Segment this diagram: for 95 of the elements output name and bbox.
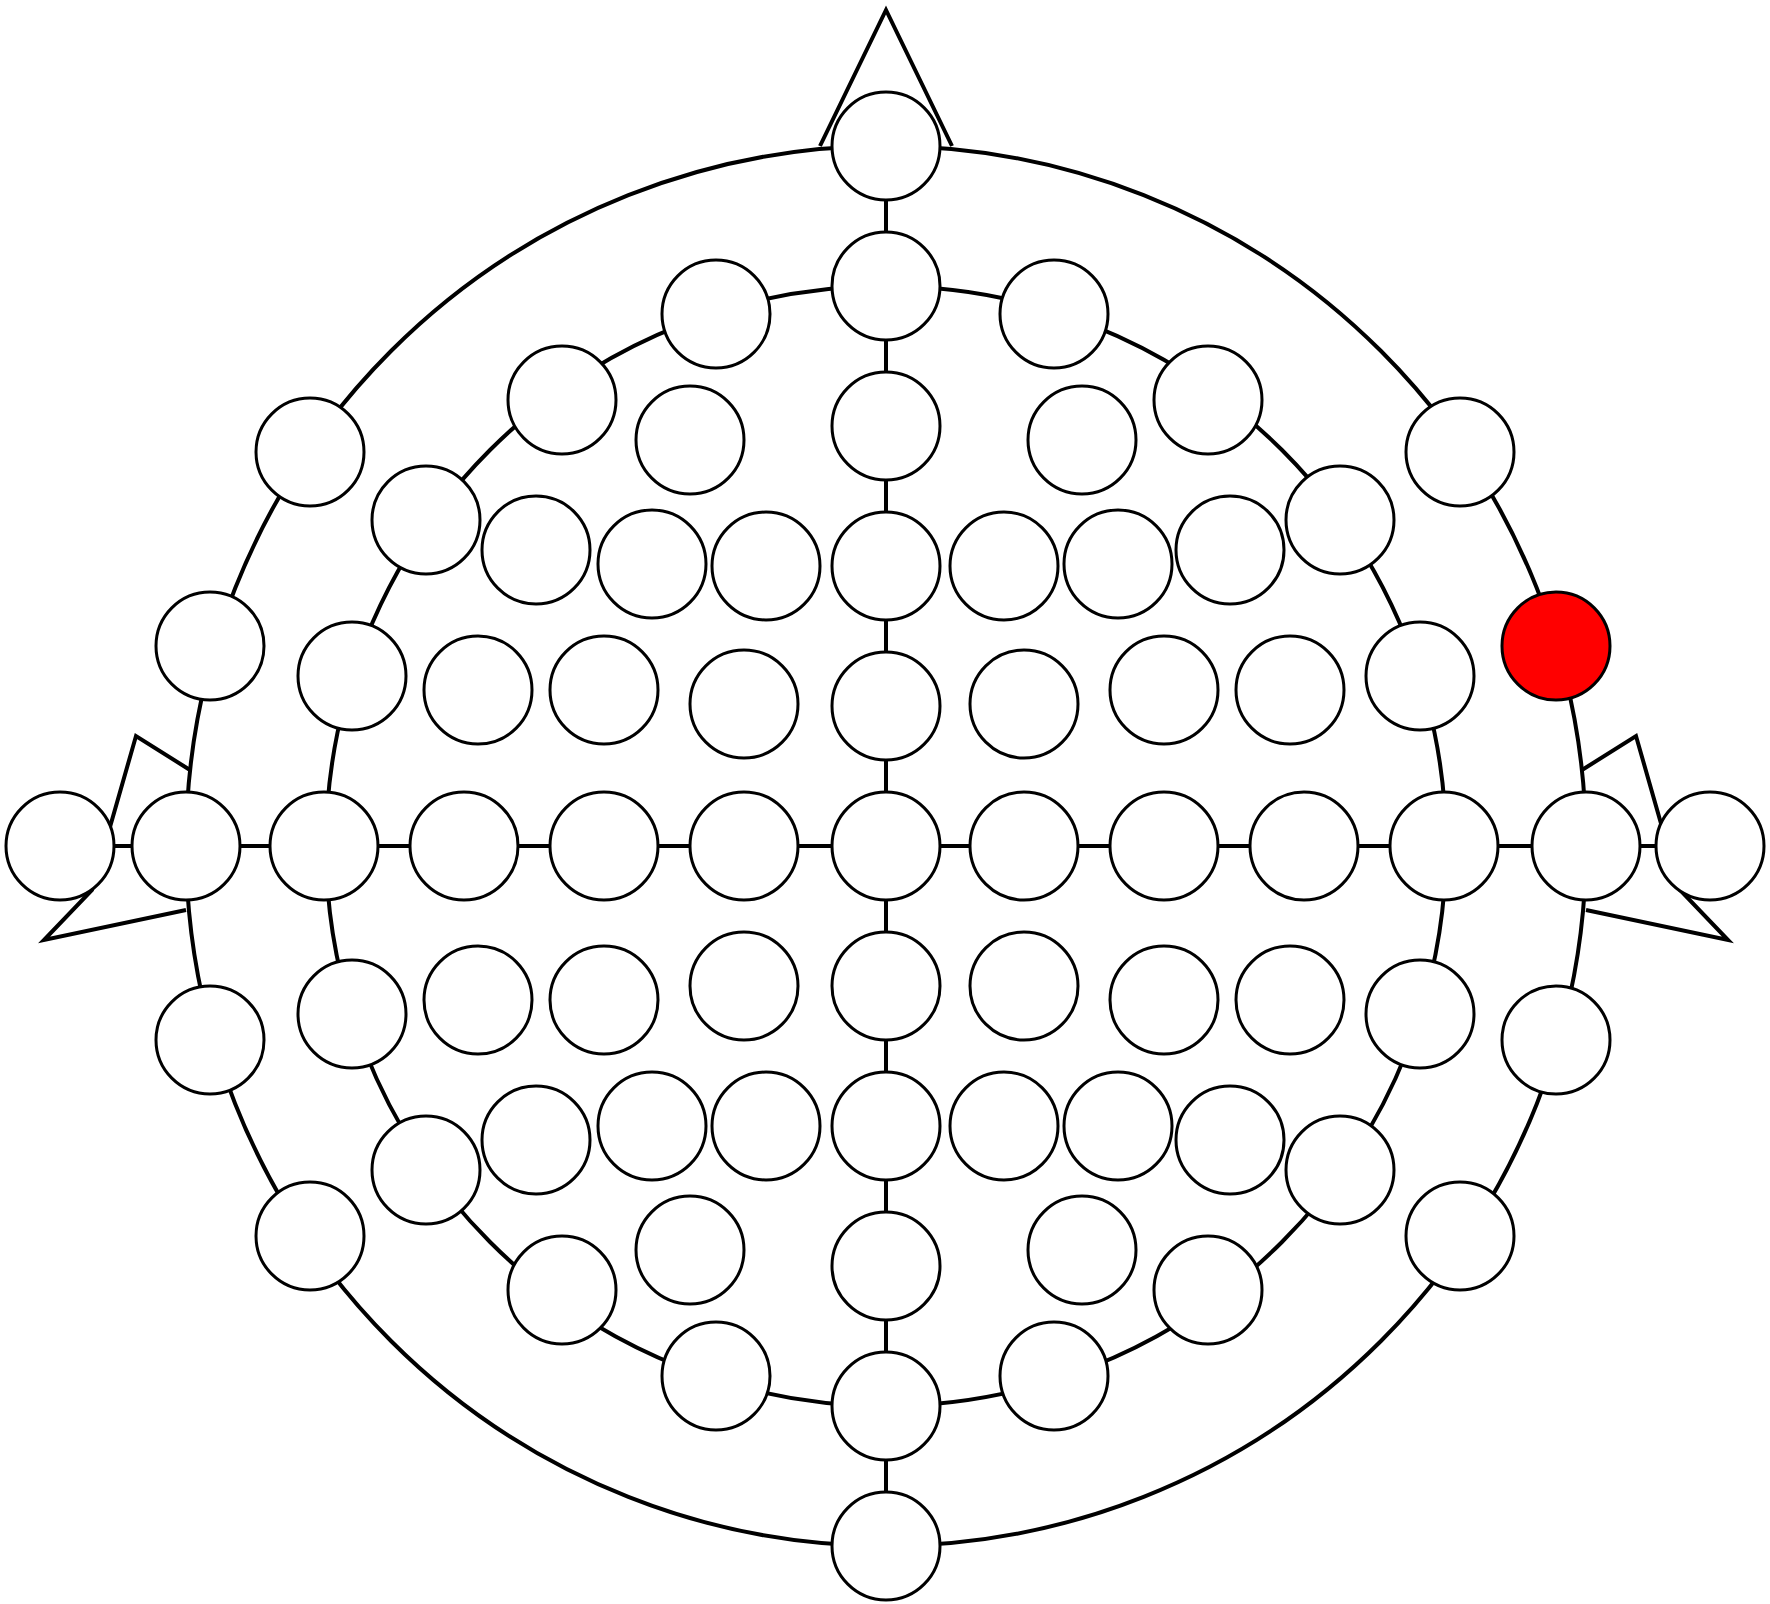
connector-line	[884, 1040, 888, 1072]
electrode-circle	[710, 510, 822, 622]
electrode-circle	[1174, 1084, 1286, 1196]
electrode-circle	[1500, 590, 1612, 702]
electrode-circle	[830, 1070, 942, 1182]
electrode-circle	[548, 790, 660, 902]
electrode-circle	[948, 510, 1060, 622]
electrode-circle	[688, 930, 800, 1042]
electrode-circle	[1174, 494, 1286, 606]
electrode-circle	[1152, 1234, 1264, 1346]
electrode-circle	[1248, 790, 1360, 902]
electrode-circle	[998, 258, 1110, 370]
connector-line	[884, 1460, 888, 1492]
electrode-circle	[370, 1114, 482, 1226]
electrode-circle	[1284, 464, 1396, 576]
electrode-circle	[1284, 1114, 1396, 1226]
connector-line	[1218, 844, 1250, 848]
electrode-circle	[830, 1210, 942, 1322]
connector-line	[884, 620, 888, 652]
electrode-circle	[506, 344, 618, 456]
connector-line	[240, 844, 270, 848]
connector-line	[884, 340, 888, 372]
electrode-circle	[1152, 344, 1264, 456]
electrode-circle	[296, 958, 408, 1070]
connector-line	[1498, 844, 1532, 848]
connector-line	[1078, 844, 1110, 848]
electrode-circle	[830, 370, 942, 482]
electrode-circle	[830, 650, 942, 762]
electrode-circle	[1500, 984, 1612, 1096]
electrode-circle	[1108, 790, 1220, 902]
electrode-circle	[1062, 508, 1174, 620]
electrode-circle	[688, 648, 800, 760]
electrode-circle	[710, 1070, 822, 1182]
electrode-circle	[154, 984, 266, 1096]
electrode-circle	[660, 1320, 772, 1432]
electrode-circle	[422, 634, 534, 746]
electrode-circle	[1404, 396, 1516, 508]
connector-line	[884, 1320, 888, 1352]
electrode-circle	[548, 944, 660, 1056]
electrode-circle	[1364, 958, 1476, 1070]
electrode-circle	[1388, 790, 1500, 902]
electrode-circle	[1062, 1070, 1174, 1182]
electrode-circle	[634, 1194, 746, 1306]
electrode-circle	[968, 930, 1080, 1042]
electrode-circle	[968, 790, 1080, 902]
connector-line	[798, 844, 832, 848]
electrode-circle	[1026, 384, 1138, 496]
electrode-circle	[1530, 790, 1642, 902]
electrode-circle	[830, 230, 942, 342]
electrode-circle	[154, 590, 266, 702]
electrode-circle	[370, 464, 482, 576]
connector-line	[884, 760, 888, 792]
electrode-circle	[130, 790, 242, 902]
electrode-circle	[660, 258, 772, 370]
connector-line	[378, 844, 410, 848]
electrode-circle	[830, 930, 942, 1042]
connector-line	[884, 1180, 888, 1212]
electrode-circle	[830, 90, 942, 202]
connector-line	[1358, 844, 1390, 848]
electrode-circle	[1404, 1180, 1516, 1292]
electrode-circle	[634, 384, 746, 496]
electrode-circle	[830, 1350, 942, 1462]
electrode-circle	[830, 510, 942, 622]
electrode-circle	[1108, 944, 1220, 1056]
electrode-circle	[268, 790, 380, 902]
electrode-circle	[998, 1320, 1110, 1432]
electrode-circle	[1234, 634, 1346, 746]
electrode-circle	[548, 634, 660, 746]
electrode-circle	[480, 494, 592, 606]
electrode-circle	[948, 1070, 1060, 1182]
electrode-circle	[596, 1070, 708, 1182]
electrode-circle	[422, 944, 534, 1056]
connector-line	[940, 844, 970, 848]
connector-line	[518, 844, 550, 848]
electrode-circle	[1654, 790, 1766, 902]
electrode-circle	[296, 620, 408, 732]
electrode-circle	[688, 790, 800, 902]
electrode-circle	[254, 1180, 366, 1292]
electrode-circle	[506, 1234, 618, 1346]
electrode-circle	[968, 648, 1080, 760]
electrode-circle	[408, 790, 520, 902]
connector-line	[658, 844, 690, 848]
electrode-circle	[1234, 944, 1346, 1056]
electrode-circle	[830, 790, 942, 902]
connector-line	[884, 480, 888, 512]
electrode-circle	[596, 508, 708, 620]
connector-line	[884, 200, 888, 232]
connector-line	[884, 900, 888, 932]
electrode-circle	[1108, 634, 1220, 746]
electrode-circle	[1026, 1194, 1138, 1306]
electrode-circle	[4, 790, 116, 902]
electrode-circle	[1364, 620, 1476, 732]
electrode-circle	[830, 1490, 942, 1602]
electrode-circle	[480, 1084, 592, 1196]
electrode-circle	[254, 396, 366, 508]
